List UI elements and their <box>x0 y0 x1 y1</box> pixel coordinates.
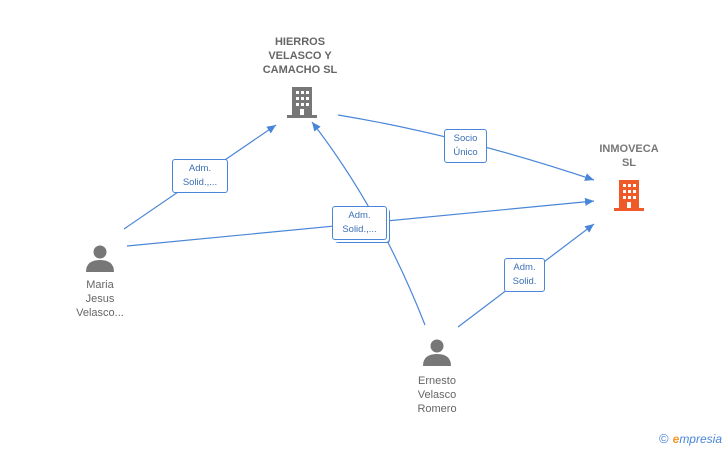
edge-label-line: Adm. <box>188 163 212 174</box>
label-line: Velasco... <box>76 307 124 319</box>
brand-name: mpresia <box>679 432 722 446</box>
edge-label-line: Solid. <box>512 276 537 287</box>
label-line: CAMACHO SL <box>262 64 338 76</box>
label-line: Velasco <box>417 389 457 401</box>
label-line: Jesus <box>85 293 115 305</box>
label-line: Maria <box>86 279 114 291</box>
copyright-icon: © <box>659 431 669 446</box>
person-icon[interactable] <box>86 245 114 273</box>
edge-label-line: Único <box>453 147 478 158</box>
brand-initial: e <box>672 432 680 446</box>
label-line: HIERROS <box>274 36 326 48</box>
edge-label-ernesto-inmoveca[interactable]: Adm. Solid. <box>504 258 545 292</box>
label-line: Romero <box>417 403 457 415</box>
empresia-watermark: ©empresia <box>659 431 722 446</box>
label-line: SL <box>621 157 637 169</box>
edge-label-line: Adm. <box>348 210 371 221</box>
building-icon[interactable] <box>287 87 317 118</box>
edge-label-line: Solid.,... <box>342 224 377 235</box>
edge-label-maria-inmoveca[interactable]: Adm. Solid.,... <box>332 206 387 240</box>
company-label-inmoveca[interactable]: INMOVECA SL <box>585 142 673 170</box>
person-icon[interactable] <box>423 339 451 367</box>
person-label-ernesto[interactable]: Ernesto Velasco Romero <box>392 374 482 416</box>
edge-label-line: Adm. <box>513 262 536 273</box>
edge-label-line: Solid.,... <box>182 177 218 188</box>
edge-label-hierros-inmoveca[interactable]: Socio Único <box>444 129 487 163</box>
edge-label-maria-hierros[interactable]: Adm. Solid.,... <box>172 159 228 193</box>
label-line: VELASCO Y <box>268 50 332 62</box>
label-line: Ernesto <box>418 375 456 387</box>
building-icon-highlighted[interactable] <box>614 180 644 211</box>
label-line: INMOVECA <box>599 143 659 155</box>
edge-label-line: Socio <box>453 133 478 144</box>
company-label-hierros[interactable]: HIERROS VELASCO Y CAMACHO SL <box>250 35 350 77</box>
person-label-maria[interactable]: Maria Jesus Velasco... <box>55 278 145 320</box>
